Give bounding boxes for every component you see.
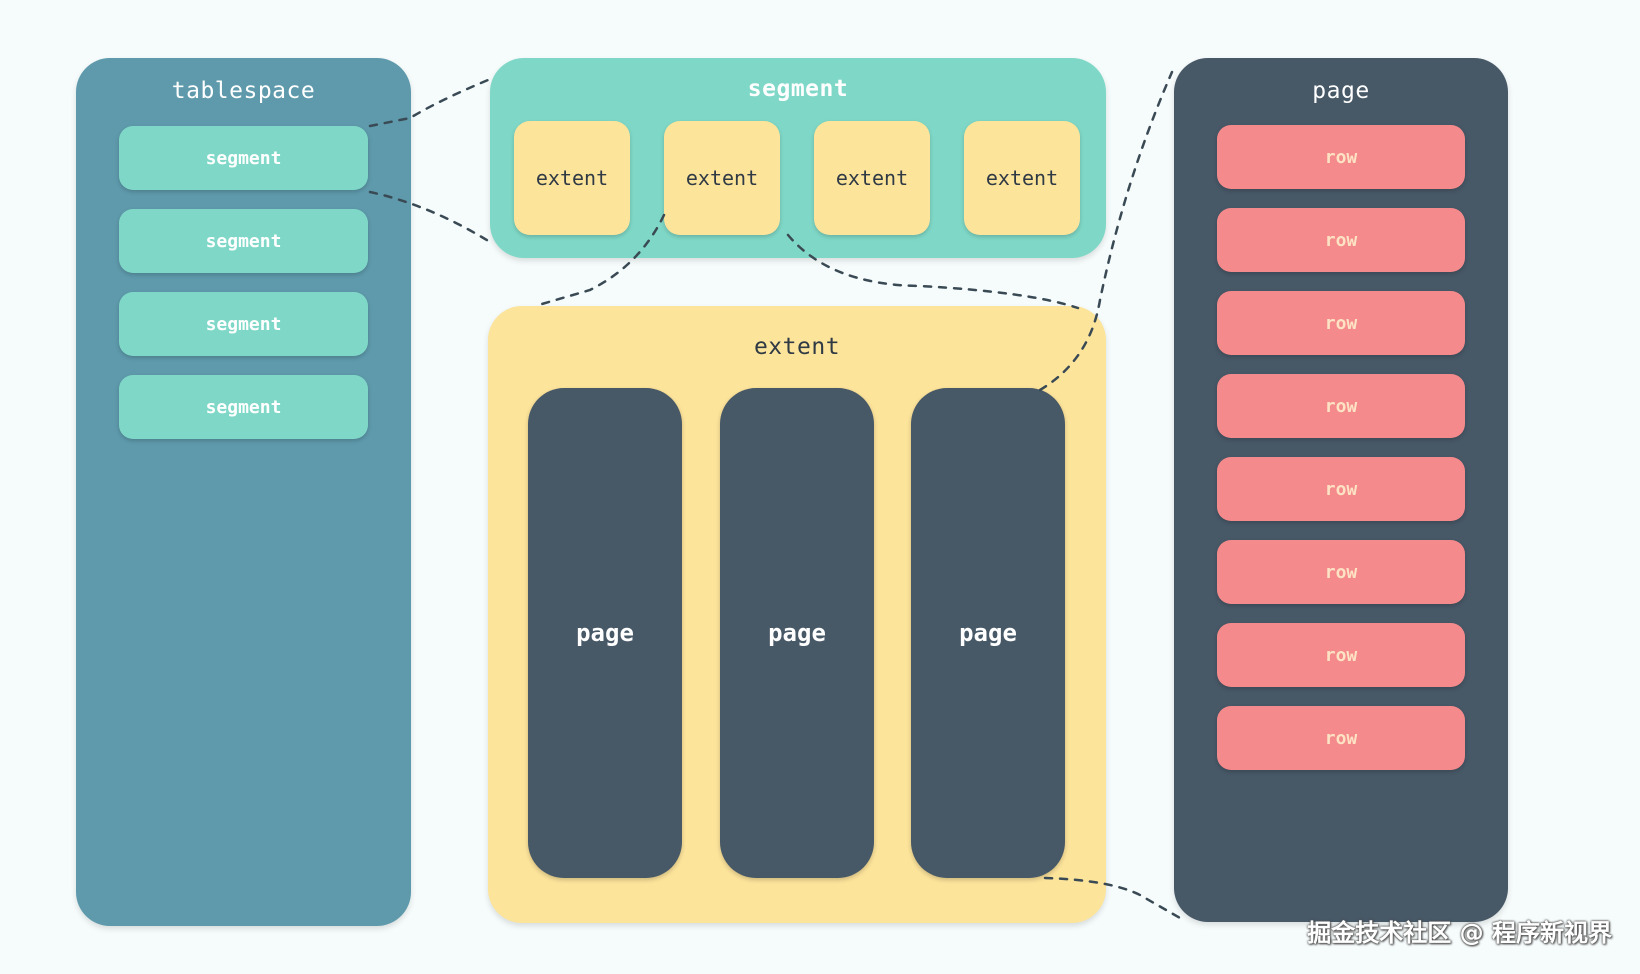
page-row: row [1217, 208, 1465, 272]
connector-segment-bottom [368, 190, 492, 244]
extent-page: page [911, 388, 1065, 878]
page-row: row [1217, 623, 1465, 687]
segment-extent: extent [964, 121, 1080, 235]
connector-extent-left [533, 213, 666, 308]
segment-panel: segment extent extent extent extent [490, 58, 1106, 258]
segment-extent: extent [514, 121, 630, 235]
segment-title: segment [747, 76, 849, 102]
extent-page: page [528, 388, 682, 878]
tablespace-panel: tablespace segment segment segment segme… [76, 58, 411, 926]
watermark: 掘金技术社区 @ 程序新视界 [1307, 919, 1612, 947]
tablespace-segment: segment [119, 292, 368, 356]
connector-segment-top [368, 78, 490, 128]
page-row: row [1217, 125, 1465, 189]
connector-page-top [1038, 70, 1174, 392]
extent-panel: extent page page page [488, 306, 1106, 923]
page-row: row [1217, 706, 1465, 770]
page-panel: page row row row row row row row row [1174, 58, 1508, 922]
tablespace-segment: segment [119, 375, 368, 439]
page-row: row [1217, 457, 1465, 521]
extent-page: page [720, 388, 874, 878]
extent-title: extent [753, 334, 841, 360]
connector-page-bottom [1043, 876, 1182, 920]
page-title: page [1312, 78, 1370, 104]
tablespace-title: tablespace [171, 78, 316, 104]
tablespace-segment: segment [119, 209, 368, 273]
connector-extent-right [786, 233, 1080, 310]
page-row: row [1217, 291, 1465, 355]
segment-extent: extent [664, 121, 780, 235]
tablespace-segment: segment [119, 126, 368, 190]
segment-extent: extent [814, 121, 930, 235]
page-row: row [1217, 540, 1465, 604]
page-row: row [1217, 374, 1465, 438]
